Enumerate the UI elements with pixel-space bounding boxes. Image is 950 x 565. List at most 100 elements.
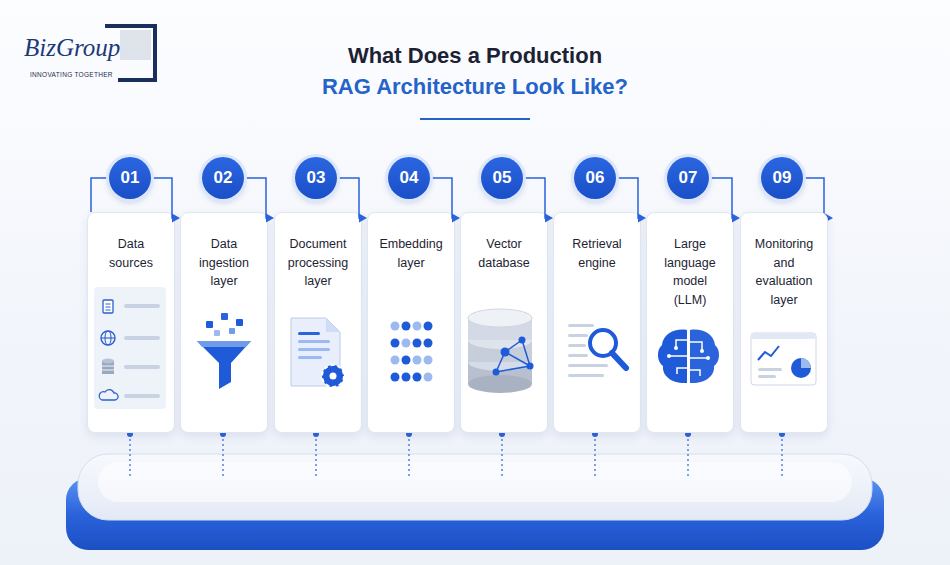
vector-dot bbox=[391, 322, 400, 331]
gear bbox=[322, 365, 344, 387]
retrieval-icon bbox=[568, 324, 626, 377]
db-bottom bbox=[468, 375, 532, 393]
vector-dot bbox=[402, 339, 411, 348]
vector-dot bbox=[413, 373, 422, 382]
db-ring bbox=[468, 353, 532, 371]
funnel-rim bbox=[197, 341, 251, 347]
flow-connector bbox=[523, 178, 553, 223]
data-block bbox=[229, 328, 235, 334]
db-tier bbox=[468, 340, 532, 362]
network-node bbox=[519, 337, 526, 344]
drop-line bbox=[781, 434, 782, 478]
network-node bbox=[501, 348, 510, 357]
arrow-head bbox=[732, 214, 740, 223]
drop-line bbox=[501, 434, 502, 478]
card-title: Document processing layer bbox=[284, 235, 352, 291]
brain-icon bbox=[658, 330, 719, 383]
card-title: Vector database bbox=[470, 235, 538, 272]
db-icon bbox=[102, 361, 114, 374]
drop-line bbox=[129, 434, 130, 478]
network-link bbox=[505, 340, 522, 352]
platform-top bbox=[78, 454, 872, 520]
circuit-pad bbox=[700, 349, 704, 353]
pie-chart bbox=[791, 358, 811, 378]
step-number: 07 bbox=[679, 168, 698, 188]
circuit-trace bbox=[677, 368, 687, 374]
document-line bbox=[298, 348, 330, 351]
connector-line bbox=[523, 178, 546, 218]
drop-line bbox=[594, 434, 595, 478]
result-line bbox=[568, 354, 588, 357]
circuit-trace bbox=[676, 340, 687, 347]
document bbox=[291, 318, 340, 386]
step-number-circle: 07 bbox=[667, 157, 709, 199]
flow-connector bbox=[244, 178, 274, 223]
layer-card: Vector database bbox=[460, 212, 548, 433]
connector-line bbox=[616, 178, 639, 218]
card-title: Data sources bbox=[97, 235, 165, 272]
layer-card: Large language model (LLM) bbox=[646, 212, 734, 433]
title-underline bbox=[420, 118, 530, 120]
doc-icon bbox=[103, 300, 113, 313]
document-line bbox=[298, 332, 320, 335]
step-number: 09 bbox=[773, 168, 792, 188]
db-top bbox=[468, 309, 532, 327]
flow-connector bbox=[337, 178, 367, 223]
vector-dot bbox=[391, 356, 400, 365]
flow-line-start bbox=[91, 178, 110, 212]
db-ring bbox=[468, 331, 532, 349]
vector-dot bbox=[402, 322, 411, 331]
funnel bbox=[197, 341, 251, 389]
step-number-circle: 09 bbox=[761, 157, 803, 199]
platform bbox=[66, 454, 884, 550]
vector-dot bbox=[413, 322, 422, 331]
trend-line bbox=[758, 346, 779, 360]
card-title: Data ingestion layer bbox=[190, 235, 258, 291]
arrow-head bbox=[452, 214, 460, 223]
brain-circuit bbox=[670, 340, 707, 376]
drop-line bbox=[408, 434, 409, 478]
result-line bbox=[568, 324, 594, 327]
connector-line bbox=[337, 178, 360, 218]
db-tier bbox=[468, 318, 532, 340]
result-line bbox=[568, 374, 604, 377]
db-icon-ring bbox=[102, 370, 114, 371]
document-gear-icon bbox=[291, 318, 344, 387]
embedding-dots-icon bbox=[391, 322, 433, 382]
gear-body bbox=[325, 368, 341, 384]
db-icon-ring bbox=[102, 366, 114, 367]
brain-right bbox=[690, 330, 719, 383]
doc-line bbox=[106, 310, 111, 311]
placeholder-bar bbox=[124, 304, 160, 308]
circuit-trace bbox=[690, 370, 700, 376]
platform-shine bbox=[98, 462, 852, 502]
data-block bbox=[221, 313, 228, 320]
dashboard-bar bbox=[751, 333, 816, 339]
doc-line bbox=[106, 307, 111, 308]
result-line bbox=[568, 344, 586, 347]
magnifier-handle bbox=[612, 353, 626, 368]
vector-dot bbox=[424, 373, 433, 382]
step-number: 02 bbox=[214, 168, 233, 188]
result-line bbox=[568, 334, 588, 337]
flow-connector bbox=[430, 178, 460, 223]
layer-card: Data ingestion layer bbox=[180, 212, 268, 433]
drop-line bbox=[222, 434, 223, 478]
vector-dot bbox=[424, 356, 433, 365]
document-line bbox=[298, 340, 330, 343]
step-number-circle: 02 bbox=[202, 157, 244, 199]
dashboard-panel bbox=[751, 333, 816, 385]
step-number-circle: 01 bbox=[109, 157, 151, 199]
network-link bbox=[522, 340, 530, 366]
vector-db-icon bbox=[468, 309, 534, 393]
connector-line bbox=[244, 178, 267, 218]
step-number-circle: 03 bbox=[295, 157, 337, 199]
globe-icon bbox=[101, 331, 115, 345]
globe-meridian bbox=[105, 331, 111, 345]
drop-line bbox=[315, 434, 316, 478]
arrow-head bbox=[172, 214, 180, 223]
step-number: 06 bbox=[586, 168, 605, 188]
circuit-trace bbox=[670, 355, 687, 357]
